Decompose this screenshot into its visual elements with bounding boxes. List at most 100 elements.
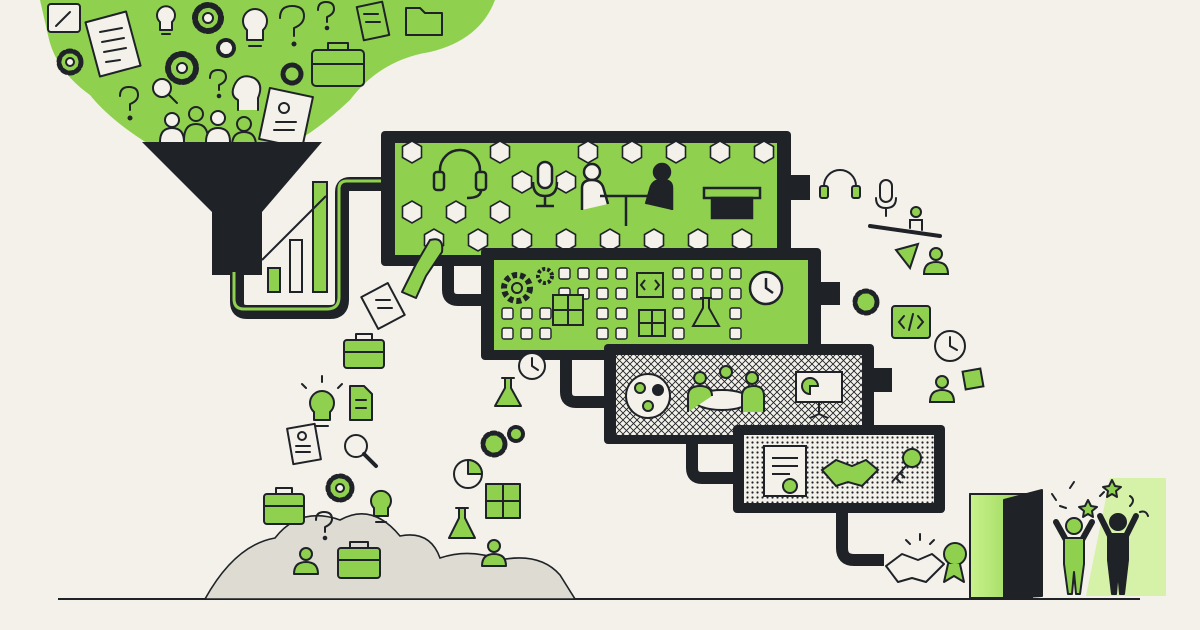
lightbulb-icon: [370, 489, 392, 523]
hexagon-cell: [467, 228, 489, 252]
question-mark-icon: [209, 69, 227, 99]
handshake-icon: [820, 458, 880, 488]
code-icon: [636, 272, 664, 298]
hexagon-cell: [577, 140, 599, 164]
square-cell: [520, 307, 533, 320]
square-cell: [558, 267, 571, 280]
document-icon: [360, 282, 406, 330]
gear-icon: [480, 425, 525, 458]
square-cell: [539, 327, 552, 340]
handshake-icon: [885, 533, 945, 583]
clock-icon: [748, 270, 784, 306]
square-cell: [596, 327, 609, 340]
hexagon-cell: [555, 170, 577, 194]
award-ribbon-icon: [943, 542, 967, 583]
confetti-stars-icon: [1051, 479, 1149, 518]
briefcase-icon: [263, 487, 305, 525]
question-mark-icon: [119, 86, 139, 121]
grid-icon: [638, 309, 666, 337]
briefcase-icon: [343, 333, 385, 369]
gear-icon: [192, 2, 224, 34]
flask-icon: [494, 377, 522, 407]
right-side-icons: [819, 169, 985, 403]
open-box-icon: [47, 3, 81, 33]
person-icon: [293, 547, 319, 575]
globe-team-icon: [625, 373, 671, 419]
gear-icon: [165, 51, 199, 85]
resume-icon: [286, 422, 322, 466]
gear-icon: [280, 62, 304, 86]
hexagon-cell: [401, 200, 423, 224]
square-shape: [961, 367, 985, 391]
notebook-icon: [355, 0, 391, 42]
question-mark-icon: [279, 5, 305, 47]
square-cell: [596, 287, 609, 300]
code-icon: [891, 305, 931, 339]
magnifier-icon: [344, 434, 378, 468]
gear-icon: [325, 473, 355, 503]
headset-icon: [819, 169, 861, 199]
growth-bars-icon: [261, 181, 328, 293]
square-cell: [596, 267, 609, 280]
resume-icon: [258, 86, 314, 150]
person-icon: [928, 375, 956, 403]
hexagon-pattern: [401, 140, 775, 252]
square-cell: [710, 287, 723, 300]
stage-offer: [733, 425, 945, 513]
briefcase-icon: [311, 42, 365, 87]
lightbulb-icon: [301, 375, 343, 427]
hexagon-cell: [401, 140, 423, 164]
celebrating-people-icon: [1053, 513, 1139, 595]
open-door-icon: [969, 489, 1043, 599]
inflow-icons: [47, 0, 443, 150]
hexagon-cell: [445, 200, 467, 224]
lightbulb-icon: [156, 5, 176, 35]
certificate-icon: [763, 445, 807, 497]
rejected-icons: [263, 238, 546, 579]
person-icon: [159, 112, 185, 143]
interview-table-icon: [580, 162, 674, 226]
funnel: [142, 142, 388, 319]
hexagon-cell: [555, 228, 577, 252]
hexagon-cell: [665, 140, 687, 164]
flask-icon: [448, 507, 476, 539]
square-pattern: [501, 267, 742, 340]
square-cell: [539, 307, 552, 320]
podium-icon: [702, 186, 762, 220]
question-mark-icon: [317, 1, 335, 31]
question-mark-icon: [315, 511, 333, 541]
desk-person-icon: [868, 206, 942, 238]
hand-icon: [401, 238, 444, 299]
square-cell: [672, 287, 685, 300]
meeting-table-icon: [687, 365, 765, 412]
square-cell: [691, 287, 704, 300]
calculator-icon: [552, 294, 584, 326]
square-cell: [672, 327, 685, 340]
microphone-icon: [875, 179, 897, 217]
clock-icon: [518, 352, 546, 380]
flask-icon: [691, 297, 721, 327]
square-cell: [672, 307, 685, 320]
square-cell: [615, 327, 628, 340]
square-cell: [596, 307, 609, 320]
person-icon: [481, 539, 507, 567]
pipe-stage4-to-outcome: [836, 510, 884, 566]
funnel-body: [142, 142, 322, 275]
square-cell: [501, 307, 514, 320]
pipe-stage2-to-stage3: [560, 356, 610, 408]
square-cell: [615, 287, 628, 300]
hexagon-cell: [753, 140, 775, 164]
gear-icon: [216, 38, 236, 58]
calculator-icon: [485, 483, 521, 519]
rejected-mound: [203, 512, 577, 600]
person-icon: [922, 247, 950, 275]
person-icon: [205, 110, 231, 143]
square-cell: [615, 307, 628, 320]
square-cell: [501, 327, 514, 340]
presentation-icon: [795, 371, 843, 419]
gear-icon: [852, 288, 880, 316]
square-cell: [520, 327, 533, 340]
stage-team-meeting: [604, 344, 892, 444]
gear-icon: [56, 48, 84, 76]
hexagon-cell: [621, 140, 643, 164]
